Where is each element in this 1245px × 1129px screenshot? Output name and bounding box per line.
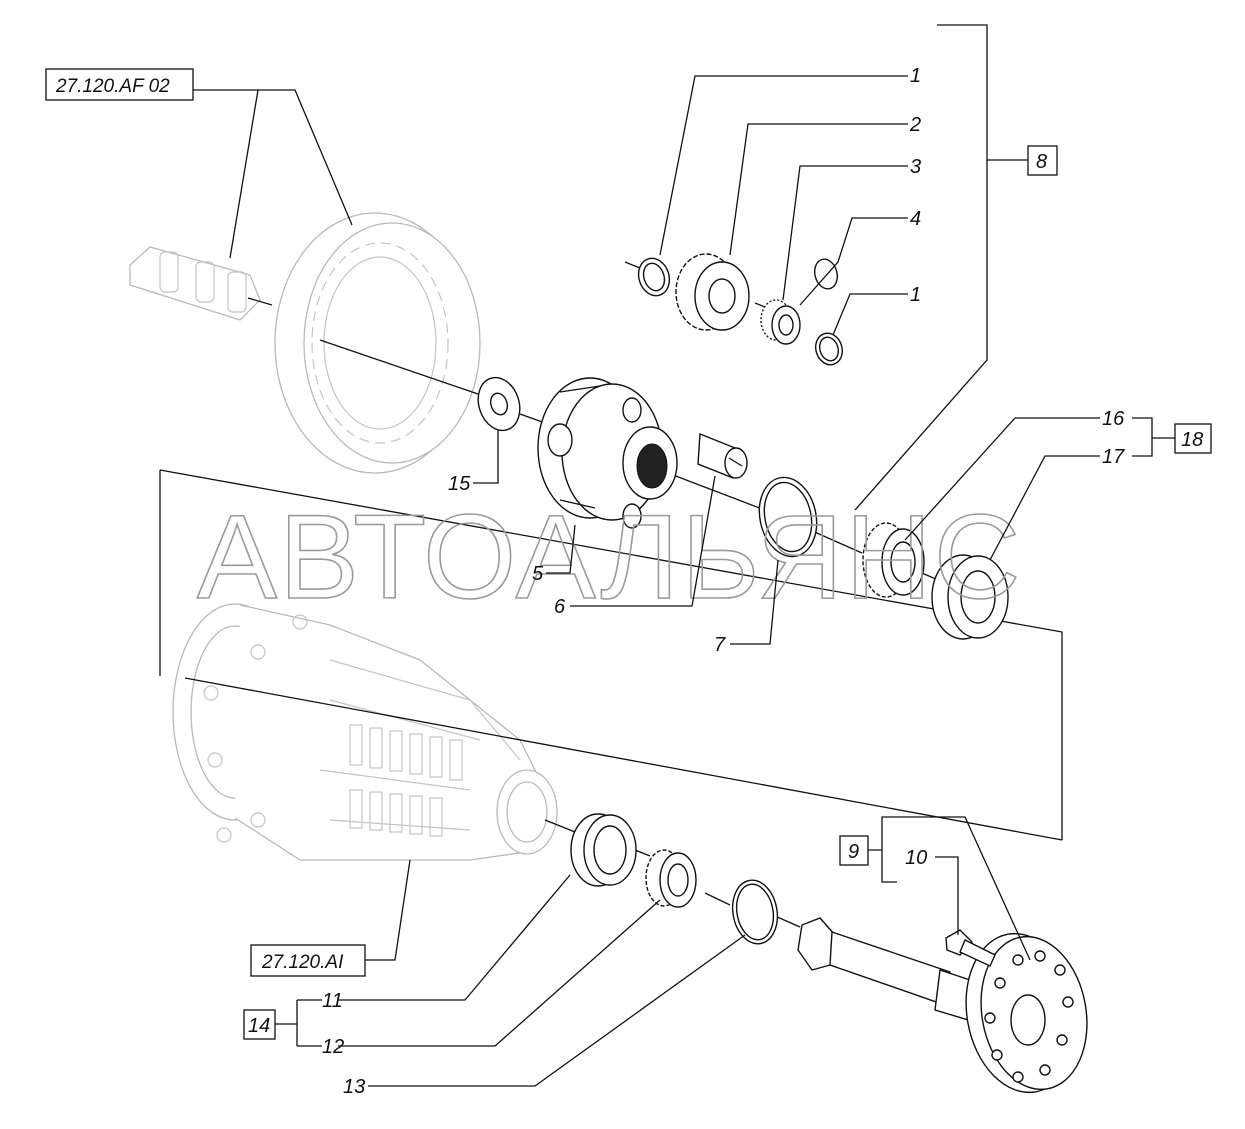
- callout-1-bottom: 1: [910, 284, 921, 306]
- watermark: АВТОАЛЬЯНС: [197, 490, 1022, 624]
- planet-carrier-drawing: [537, 377, 678, 529]
- callout-6: 6: [554, 596, 566, 618]
- ring-gear-and-shaft-drawing: [129, 212, 481, 474]
- bearing-cone-12-drawing: [645, 849, 697, 908]
- callout-13: 13: [343, 1076, 365, 1098]
- planet-gear-drawing: [675, 253, 750, 331]
- axle-shaft-drawing: [797, 917, 1088, 1094]
- svg-text:9: 9: [848, 841, 859, 863]
- callout-7: 7: [714, 634, 726, 656]
- snap-ring-13-drawing: [731, 879, 779, 945]
- leader-lines: [193, 24, 1175, 1087]
- svg-text:18: 18: [1181, 429, 1203, 451]
- axle-housing-drawing: [172, 603, 576, 861]
- group-8-frame: [159, 469, 1063, 840]
- svg-text:14: 14: [248, 1015, 270, 1037]
- callout-16: 16: [1102, 408, 1125, 430]
- callout-2: 2: [909, 114, 921, 136]
- callout-11: 11: [322, 990, 343, 1012]
- callout-17: 17: [1102, 446, 1125, 468]
- group-box-14[interactable]: 14: [243, 1009, 276, 1040]
- callout-4: 4: [910, 208, 921, 230]
- callout-3: 3: [910, 156, 921, 178]
- svg-text:27.120.AF 02: 27.120.AF 02: [55, 76, 170, 97]
- group-box-18[interactable]: 18: [1174, 423, 1212, 454]
- callout-15: 15: [448, 473, 471, 495]
- bearing-cup-11-drawing: [570, 813, 637, 887]
- callout-10: 10: [905, 847, 927, 869]
- group-box-8[interactable]: 8: [1027, 145, 1058, 176]
- wheel-bolt-drawing: [945, 929, 996, 967]
- callout-12: 12: [322, 1036, 344, 1058]
- bearing-cone-drawing: [862, 522, 925, 598]
- needle-bearing-drawing: [760, 299, 801, 345]
- thrust-washer-drawing: [637, 257, 671, 297]
- bearing-cup-drawing: [931, 554, 1009, 640]
- callout-5: 5: [532, 563, 544, 585]
- washer-15-drawing: [477, 376, 521, 432]
- svg-text:27.120.AI: 27.120.AI: [261, 952, 344, 973]
- circlip-drawing: [758, 476, 818, 558]
- svg-text:8: 8: [1036, 151, 1047, 173]
- reference-box-ai[interactable]: 27.120.AI: [250, 944, 366, 977]
- callout-1-top: 1: [910, 65, 921, 87]
- thrust-washer-drawing-2: [814, 332, 844, 366]
- group-box-9[interactable]: 9: [839, 835, 869, 866]
- reference-box-af[interactable]: 27.120.AF 02: [45, 68, 194, 101]
- pin-drawing: [697, 432, 748, 479]
